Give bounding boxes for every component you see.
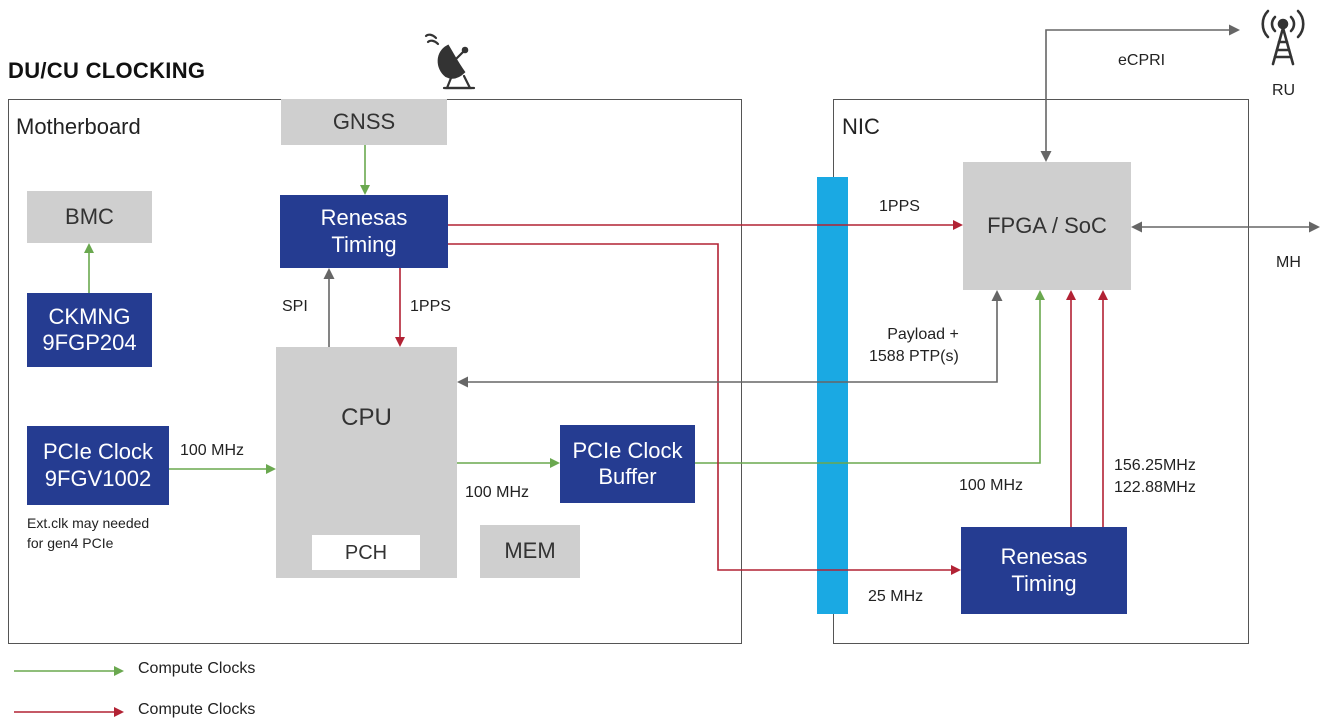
pcie-clock-buffer-block: PCIe Clock Buffer xyxy=(560,425,695,503)
mh-label: MH xyxy=(1276,254,1301,271)
nic-title: NIC xyxy=(842,114,880,139)
timing-to-nic-timing-wire xyxy=(448,243,961,575)
diagram-title: DU/CU CLOCKING xyxy=(8,58,206,83)
pcie-bus-bar xyxy=(817,177,848,614)
gnss-block: GNSS xyxy=(281,99,447,145)
spi-label: SPI xyxy=(282,298,308,315)
ext-clk-note: Ext.clk may needed for gen4 PCIe xyxy=(27,515,150,551)
renesas-timing-motherboard-block: Renesas Timing xyxy=(280,195,448,268)
timing-freqs-label: 156.25MHz 122.88MHz xyxy=(1114,457,1196,496)
ecpri-wire xyxy=(1040,24,1240,162)
renesas-timing-nic-block: Renesas Timing xyxy=(961,527,1127,614)
legend-green-label: Compute Clocks xyxy=(138,660,256,677)
payload-label: Payload + 1588 PTP(s) xyxy=(869,326,959,365)
pps-fpga-label: 1PPS xyxy=(879,198,920,215)
mem-block: MEM xyxy=(480,525,580,578)
pcie-clock-block: PCIe Clock 9FGV1002 xyxy=(27,426,169,505)
radio-antenna-icon xyxy=(1261,9,1305,66)
ru-label: RU xyxy=(1272,82,1296,99)
cpu-label: CPU xyxy=(341,403,392,431)
fpga-soc-block: FPGA / SoC xyxy=(963,162,1131,290)
satellite-dish-icon xyxy=(424,33,476,90)
payload-wire xyxy=(457,290,1003,388)
motherboard-title: Motherboard xyxy=(16,114,141,139)
bmc-block: BMC xyxy=(27,191,152,243)
cpu-buffer-freq-label: 100 MHz xyxy=(465,484,530,501)
buffer-to-fpga-wire xyxy=(695,290,1045,464)
legend-red-label: Compute Clocks xyxy=(138,701,256,718)
pps-cpu-label: 1PPS xyxy=(410,298,451,315)
ckmng-block: CKMNG 9FGP204 xyxy=(27,293,152,367)
timing-25mhz-label: 25 MHz xyxy=(868,588,924,605)
ecpri-label: eCPRI xyxy=(1118,52,1166,69)
pcie-clock-freq-label: 100 MHz xyxy=(180,442,245,459)
pch-block: PCH xyxy=(312,535,420,570)
nic-freq-label: 100 MHz xyxy=(959,477,1024,494)
